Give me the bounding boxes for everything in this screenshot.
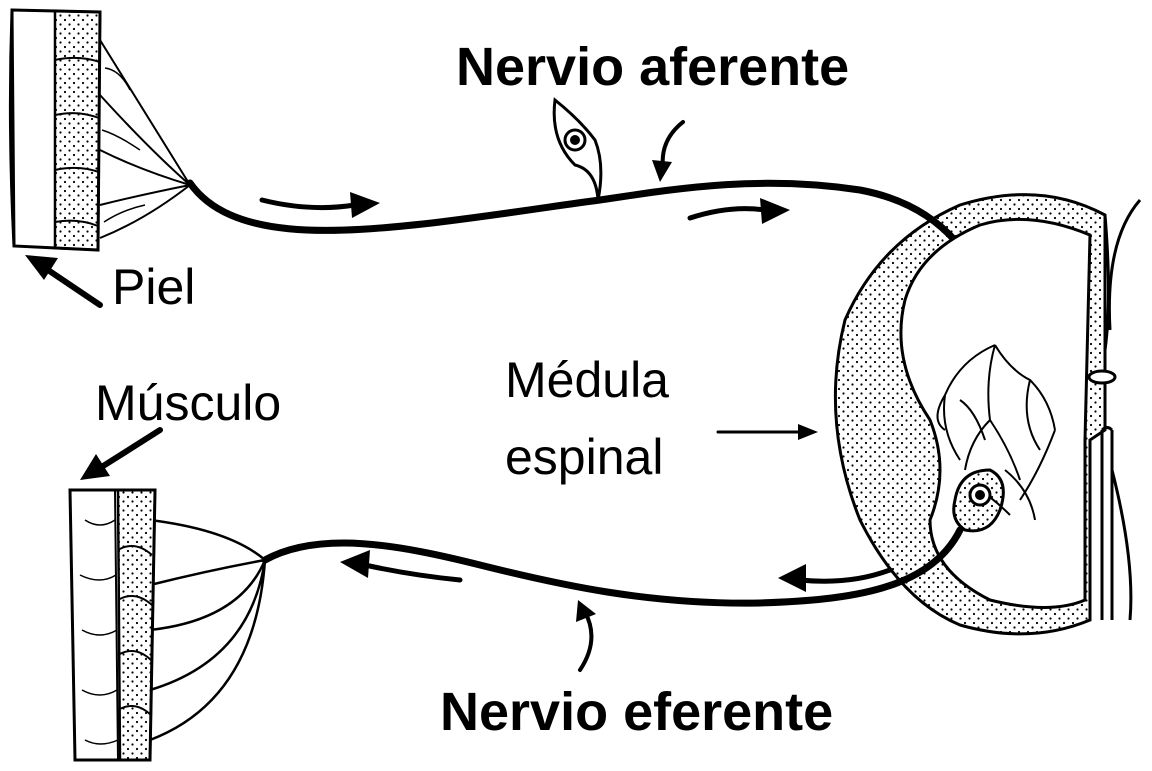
sensory-ganglion-cell <box>554 100 601 200</box>
skin-tissue <box>10 10 190 250</box>
arrow-head-right-2 <box>760 198 790 224</box>
skin-label: Piel <box>112 262 195 312</box>
spinal-cord-section <box>835 195 1140 634</box>
motor-end-branches <box>150 520 265 740</box>
spinal-cord-label-line1: Médula <box>505 355 669 405</box>
arrow-head-left-2 <box>340 550 370 578</box>
arrow-head-left-1 <box>778 564 806 592</box>
arrow-head-right-1 <box>350 192 380 218</box>
muscle-label: Músculo <box>95 378 281 428</box>
muscle-tissue <box>70 490 155 760</box>
spinal-cord-label-line2: espinal <box>505 432 663 482</box>
afferent-nerve-label: Nervio aferente <box>456 40 849 94</box>
efferent-nerve-label: Nervio eferente <box>440 685 833 739</box>
